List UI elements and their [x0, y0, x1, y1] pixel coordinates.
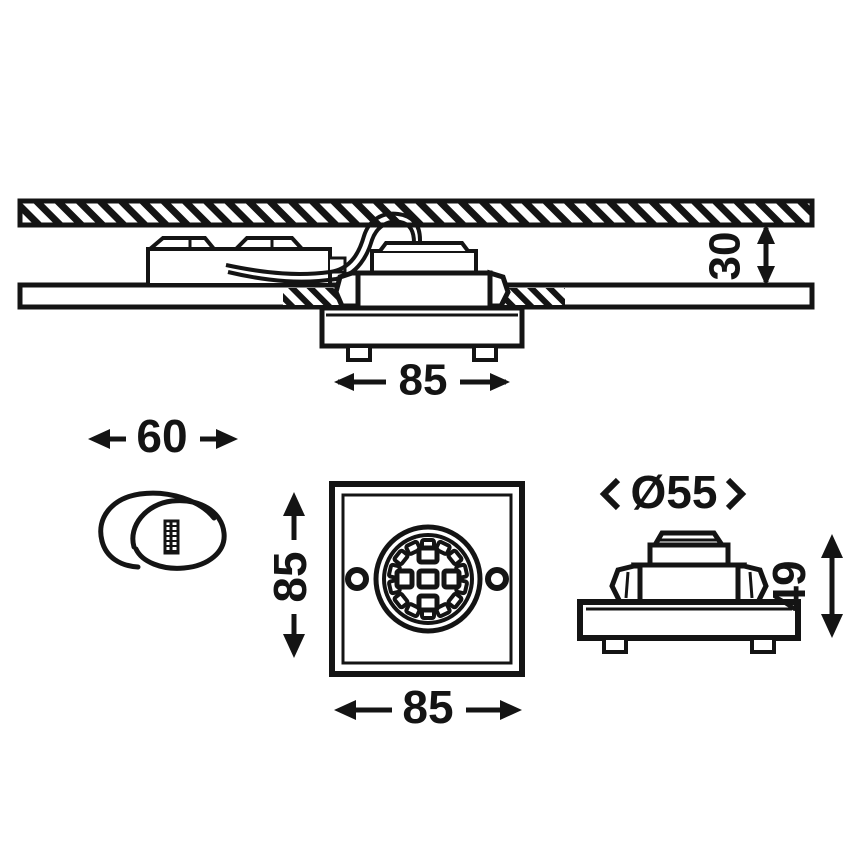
side-foot-left: [602, 636, 628, 654]
ceiling-cutout-outline: [98, 490, 227, 571]
ceiling-slab: [17, 198, 815, 228]
dimension-label-plan-width-85: 85: [402, 681, 453, 733]
connection-wire: [225, 211, 422, 284]
cutout-view: 60: [88, 410, 238, 571]
side-view: Ø55: [577, 466, 843, 654]
led-bottom: [416, 593, 440, 613]
dimension-height-49: 49: [763, 534, 843, 638]
led-inner-cluster: [394, 545, 462, 613]
dimension-label-85-section: 85: [399, 356, 448, 405]
dimension-diameter-55: Ø55: [599, 466, 747, 518]
dimension-plan-height-85: 85: [264, 492, 316, 658]
dimension-label-49: 49: [763, 560, 815, 611]
dimension-label-plan-height-85: 85: [264, 551, 316, 602]
side-elevation-body: [577, 530, 801, 654]
dimension-depth-30: 30: [701, 224, 775, 286]
plan-led-module: [373, 524, 483, 634]
mounting-hole-right: [485, 567, 509, 591]
side-foot-right: [750, 636, 776, 654]
dimension-label-30: 30: [701, 232, 750, 281]
led-top: [416, 545, 440, 565]
dimension-label-60: 60: [136, 410, 187, 462]
dimension-label-diameter-55: Ø55: [631, 466, 718, 518]
plan-mounting-holes: [345, 567, 509, 591]
plan-view: 85: [264, 481, 525, 733]
led-right: [441, 568, 462, 590]
mounting-hole-left: [345, 567, 369, 591]
dimension-cutout-60: 60: [88, 410, 238, 462]
led-centre: [416, 568, 440, 590]
led-left: [394, 568, 415, 590]
section-view: 30 85: [17, 198, 815, 405]
dimension-width-85-section: 85: [334, 356, 510, 405]
dimension-plan-width-85: 85: [334, 681, 522, 733]
luminaire-section-body: [319, 241, 525, 362]
cutout-drill-marker: [163, 519, 180, 555]
